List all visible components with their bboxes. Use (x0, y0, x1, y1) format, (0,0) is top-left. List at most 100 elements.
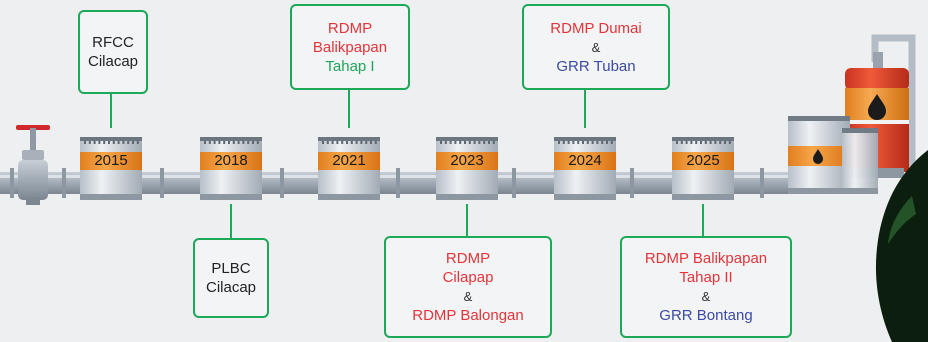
project-line: Cilacap (205, 279, 257, 296)
tank-rivet (680, 141, 683, 144)
project-line: RFCC (92, 34, 134, 51)
tank-label-band (436, 152, 498, 170)
project-box-2023: RDMP Cilapap & RDMP Balongan (384, 236, 552, 338)
milestone-tank-2024 (554, 137, 616, 200)
tank-rivet (719, 141, 722, 144)
tank-base (554, 194, 616, 200)
project-line: RDMP Balikpapan (644, 250, 768, 267)
tank-rivet (567, 141, 570, 144)
tank-rivet (322, 141, 324, 144)
tank-rivet (117, 141, 120, 144)
tank-label-band (318, 152, 380, 170)
milestone-tank-2015 (80, 137, 142, 200)
tank-rivet (676, 141, 678, 144)
milestone-tank-2021 (318, 137, 380, 200)
year-label-2024: 2024 (568, 152, 602, 169)
project-box-2018: PLBC Cilacap (193, 238, 269, 318)
tank-rivet (606, 141, 608, 144)
tank-rivet (132, 141, 134, 144)
tank-rivet (218, 141, 221, 144)
tank-rivet (577, 141, 580, 144)
tank-rivet (714, 141, 717, 144)
tank-rivet (596, 141, 599, 144)
tank-rivet (572, 141, 575, 144)
project-line: & (463, 289, 473, 304)
tank-rivet (365, 141, 368, 144)
tank-rivet (208, 141, 211, 144)
tank-rivet (127, 141, 130, 144)
project-line: RDMP (445, 250, 491, 267)
dark-oil-blob (875, 150, 928, 342)
tank-base (200, 194, 262, 200)
project-line: RDMP Dumai (550, 19, 642, 37)
tank-rim (554, 137, 616, 141)
tank-rivet (704, 141, 707, 144)
milestone-tanks (80, 137, 734, 200)
year-label-2021: 2021 (332, 152, 366, 169)
project-line: GRR Tuban (556, 57, 636, 75)
tank-rivet (610, 141, 613, 144)
tank-rivet (444, 141, 447, 144)
tank-rivet (685, 141, 688, 144)
project-line: & (591, 39, 601, 55)
tank-rivet (464, 141, 466, 144)
project-line: & (701, 289, 711, 304)
project-line: Tahap II (679, 269, 733, 286)
tank-rivet (242, 141, 245, 144)
year-label-2015: 2015 (94, 152, 128, 169)
tank-rivet (695, 141, 698, 144)
milestone-tank-2023 (436, 137, 498, 200)
refinery-tank-icon (788, 34, 918, 198)
milestone-tank-2018 (200, 137, 262, 200)
tank-rivet (728, 141, 731, 144)
oil-drop-icon (813, 94, 886, 164)
tank-rivet (562, 141, 565, 144)
tank-rim (672, 137, 734, 141)
tank-rivet (247, 141, 250, 144)
project-line: Cilapap (442, 269, 494, 286)
tank-rim (436, 137, 498, 141)
tank-rivet (98, 141, 101, 144)
year-label-2025: 2025 (686, 152, 720, 169)
tank-base (318, 194, 380, 200)
tank-label-band (554, 152, 616, 170)
tank-rivet (582, 141, 584, 144)
tank-rim (80, 137, 142, 141)
tank-rivet (223, 141, 226, 144)
project-line: Balikpapan (312, 38, 388, 56)
tank-rivet (440, 141, 442, 144)
tank-rivet (122, 141, 125, 144)
milestone-tank-2025 (672, 137, 734, 200)
tank-rivet (459, 141, 462, 144)
tank-rivet (350, 141, 353, 144)
project-line: RDMP Balongan (412, 307, 524, 324)
project-box-2024: RDMP Dumai & GRR Tuban (522, 4, 670, 90)
project-line: PLBC (211, 260, 251, 277)
tank-rivet (488, 141, 490, 144)
tank-rivet (136, 141, 139, 144)
tank-rivet (252, 141, 254, 144)
tank-rivet (213, 141, 216, 144)
milestone-connectors (110, 90, 704, 238)
tank-rivet (237, 141, 240, 144)
tank-label-band (672, 152, 734, 170)
tank-rivet (103, 141, 106, 144)
tank-rim (318, 137, 380, 141)
tank-rivet (591, 141, 594, 144)
tank-rivet (449, 141, 452, 144)
tank-rivet (468, 141, 471, 144)
tank-rivet (586, 141, 589, 144)
year-label-2018: 2018 (214, 152, 248, 169)
tank-base (80, 194, 142, 200)
tank-label-band (200, 152, 262, 170)
tank-rivet (341, 141, 344, 144)
tank-rivet (360, 141, 363, 144)
tank-rivet (228, 141, 230, 144)
valve-icon (16, 125, 50, 205)
tank-rivet (355, 141, 358, 144)
tank-rivet (84, 141, 86, 144)
tank-label-band (80, 152, 142, 170)
